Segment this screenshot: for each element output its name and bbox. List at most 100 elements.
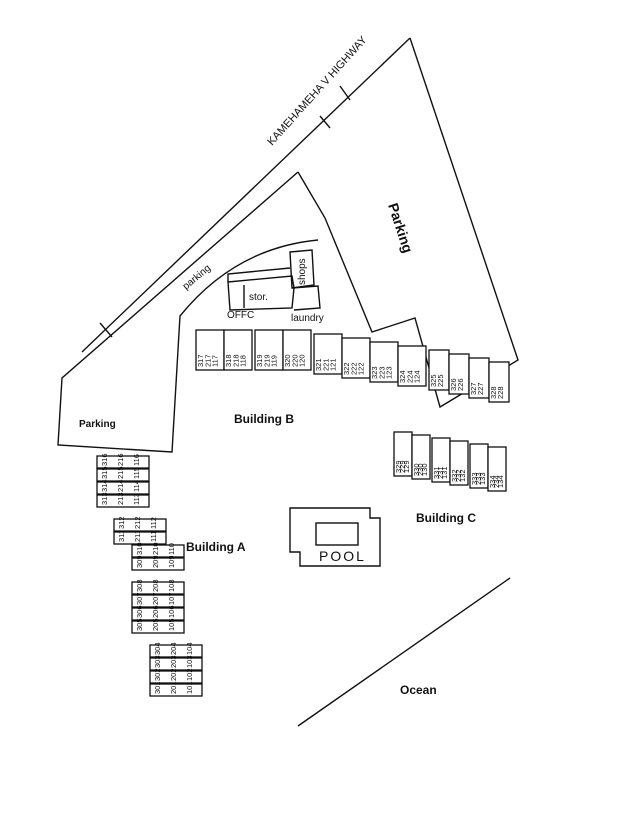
unit-number: 103 xyxy=(185,655,194,668)
unit-outline xyxy=(131,607,185,621)
parking-strip-label: parking xyxy=(181,263,213,293)
unit-number: 220 xyxy=(290,354,299,367)
storage-building xyxy=(227,275,295,311)
building-a-label: Building A xyxy=(186,540,246,554)
unit-number: 302 xyxy=(153,668,162,681)
unit-number: 321 xyxy=(314,358,323,371)
highway-edge-tick-1 xyxy=(99,322,113,338)
unit-outline xyxy=(282,329,312,371)
parking-lot-small-label: Parking xyxy=(79,419,116,430)
pool-deck xyxy=(289,507,381,567)
unit-number: 102 xyxy=(185,668,194,681)
unit-number: 122 xyxy=(357,362,366,375)
unit-outline xyxy=(449,440,469,486)
unit-outline xyxy=(131,557,185,571)
unit-outline xyxy=(149,683,203,697)
storage-label: stor. xyxy=(249,292,268,303)
unit-outline xyxy=(223,329,253,371)
unit-number: 313 xyxy=(100,492,109,505)
unit-number: 108 xyxy=(167,579,176,592)
unit-number: 332 xyxy=(450,469,459,482)
highway-edge xyxy=(81,37,411,353)
unit-number: 317 xyxy=(196,354,205,367)
unit-outline xyxy=(149,670,203,684)
unit-outline xyxy=(341,337,371,379)
unit-number: 324 xyxy=(398,370,407,383)
unit-number: 323 xyxy=(370,366,379,379)
unit-number: 305 xyxy=(135,618,144,631)
unit-number: 226 xyxy=(456,378,465,391)
unit-number: 112 xyxy=(149,517,158,529)
unit-outline xyxy=(113,518,167,532)
unit-number: 119 xyxy=(270,355,279,367)
unit-number: 216 xyxy=(116,453,125,466)
unit-number: 129 xyxy=(402,460,411,473)
highway-edge-tick-2 xyxy=(319,115,331,129)
unit-number: 130 xyxy=(420,463,429,476)
unit-number: 224 xyxy=(405,370,414,383)
unit-number: 307 xyxy=(135,592,144,605)
unit-number: 132 xyxy=(458,469,467,482)
unit-number: 209 xyxy=(151,555,160,568)
unit-number: 133 xyxy=(478,472,487,485)
unit-number: 221 xyxy=(321,358,330,371)
building-c-label: Building C xyxy=(416,511,476,525)
unit-outline xyxy=(113,531,167,545)
ocean-label: Ocean xyxy=(400,683,437,697)
unit-number: 110 xyxy=(167,543,176,555)
unit-number: 315 xyxy=(100,466,109,479)
unit-number: 104 xyxy=(185,642,194,655)
unit-number: 105 xyxy=(167,618,176,631)
unit-number: 314 xyxy=(100,479,109,492)
unit-number: 326 xyxy=(449,378,458,391)
unit-block: 302 202 102 xyxy=(149,668,203,684)
unit-number: 310 xyxy=(135,542,144,555)
laundry-label: laundry xyxy=(291,313,324,324)
unit-number: 330 xyxy=(412,463,421,476)
unit-number: 304 xyxy=(153,642,162,655)
unit-number: 331 xyxy=(432,466,441,479)
unit-number: 206 xyxy=(151,605,160,618)
unit-number: 303 xyxy=(153,655,162,668)
unit-number: 233 xyxy=(474,472,483,485)
unit-number: 117 xyxy=(211,355,220,367)
unit-number: 207 xyxy=(151,592,160,605)
unit-outline xyxy=(397,345,427,387)
laundry-building xyxy=(291,285,321,311)
unit-number: 320 xyxy=(283,354,292,367)
unit-number: 208 xyxy=(151,579,160,592)
unit-number: 333 xyxy=(470,472,479,485)
unit-number: 118 xyxy=(239,355,248,367)
unit-number: 124 xyxy=(413,370,422,383)
unit-number: 223 xyxy=(377,366,386,379)
unit-number: 325 xyxy=(429,374,438,387)
unit-number: 202 xyxy=(169,668,178,681)
office-laundry-building xyxy=(227,267,291,282)
unit-number: 316 xyxy=(100,453,109,466)
parking-lot-large xyxy=(297,37,519,409)
unit-number: 211 xyxy=(133,530,142,542)
unit-outline xyxy=(487,446,507,492)
unit-number: 222 xyxy=(349,362,358,375)
parking-strip-outline xyxy=(57,171,319,453)
